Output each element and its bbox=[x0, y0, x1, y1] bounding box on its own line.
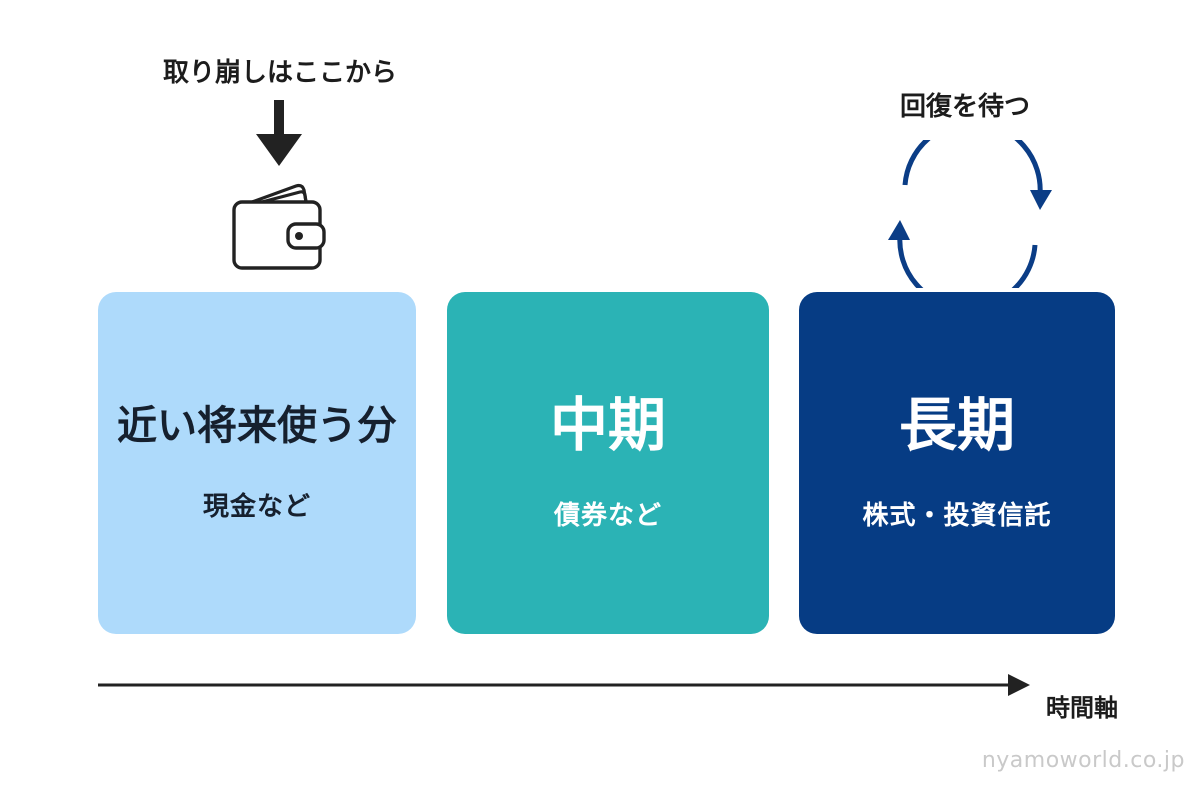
long-term-subtitle: 株式・投資信託 bbox=[862, 501, 1052, 532]
short-term-card: 近い将来使う分 現金など bbox=[98, 292, 416, 634]
mid-term-card: 中期 債券など bbox=[447, 292, 769, 634]
time-axis bbox=[98, 674, 1030, 696]
wallet-icon bbox=[232, 183, 326, 270]
withdraw-annotation: 取り崩しはここから bbox=[162, 58, 397, 88]
mid-term-title: 中期 bbox=[549, 390, 666, 459]
short-term-title: 近い将来使う分 bbox=[117, 402, 397, 449]
long-term-card: 長期 株式・投資信託 bbox=[799, 292, 1115, 634]
arrow-down-icon bbox=[256, 100, 302, 166]
wait-recovery-annotation: 回復を待つ bbox=[899, 92, 1030, 122]
watermark: nyamoworld.co.jp bbox=[981, 748, 1185, 773]
short-term-subtitle: 現金など bbox=[202, 491, 311, 522]
arrow-right-icon bbox=[1008, 674, 1030, 696]
time-axis-label: 時間軸 bbox=[1046, 694, 1118, 722]
mid-term-subtitle: 債券など bbox=[553, 501, 662, 532]
refresh-cycle-icon bbox=[888, 140, 1052, 288]
long-term-title: 長期 bbox=[898, 390, 1015, 459]
